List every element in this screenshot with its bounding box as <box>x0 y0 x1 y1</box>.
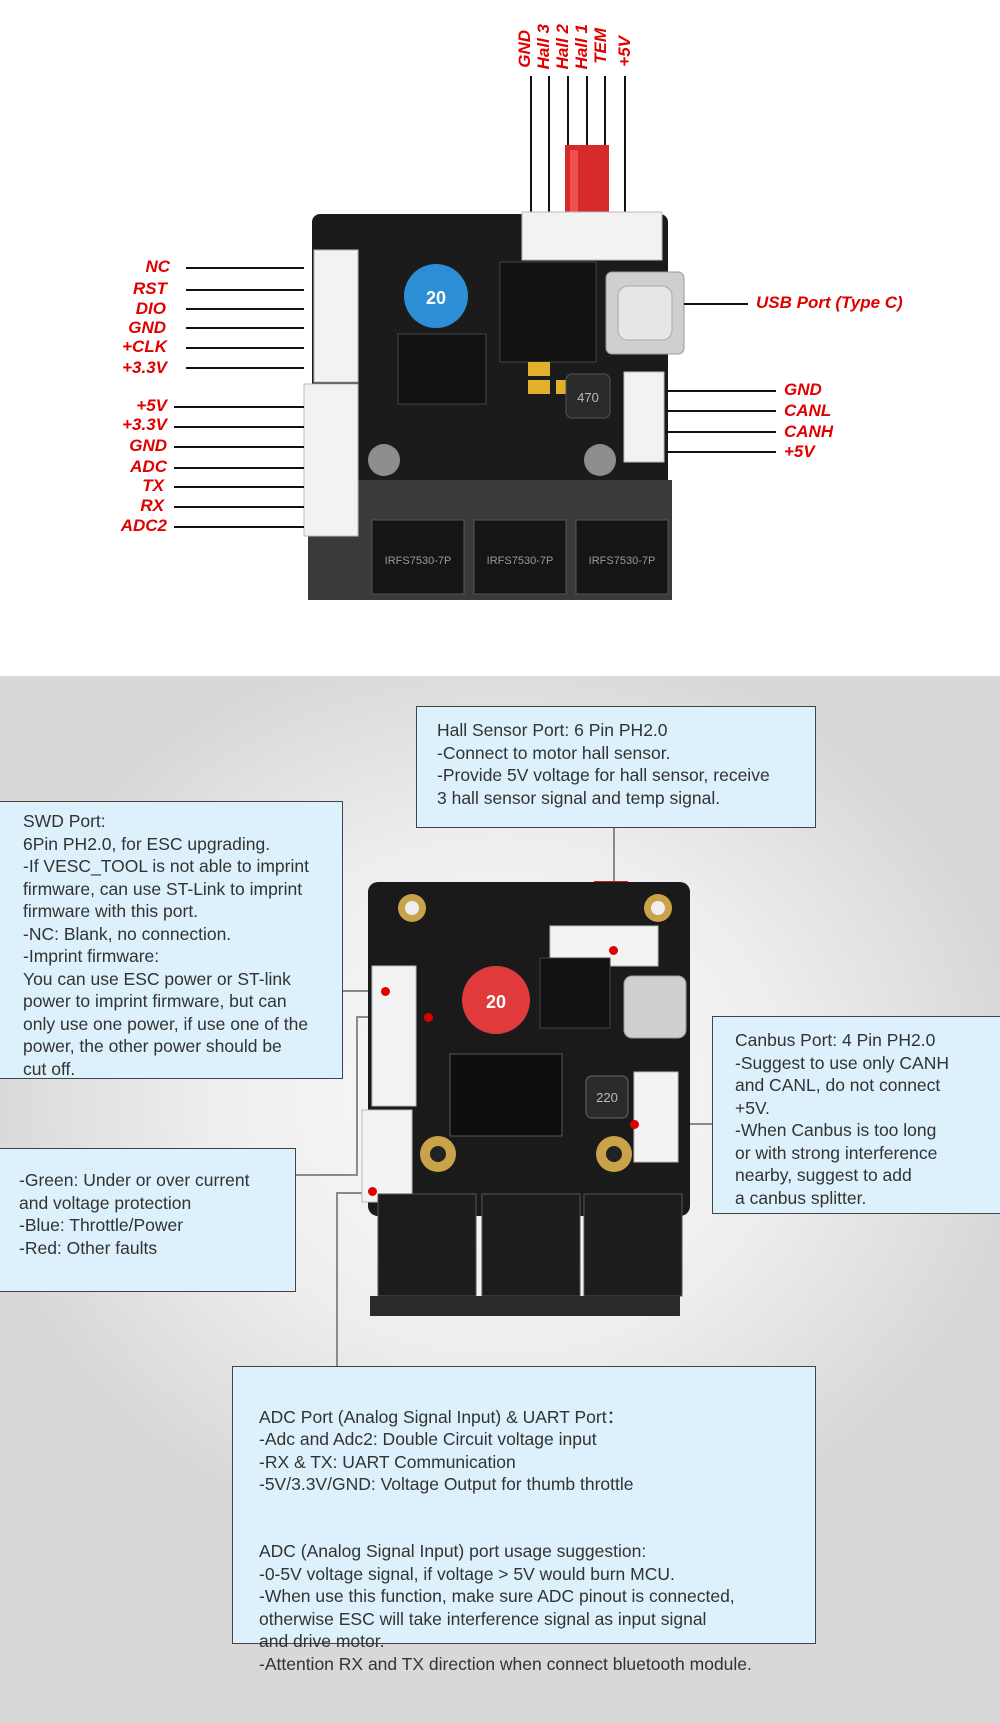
svg-text:20: 20 <box>486 992 506 1012</box>
right-leader-line <box>666 451 776 453</box>
svg-text:20: 20 <box>426 288 446 308</box>
left-pin-label: TX <box>142 476 164 495</box>
hall-sensor-port-box: Hall Sensor Port: 6 Pin PH2.0 -Connect t… <box>416 706 816 828</box>
adc-port-marker <box>368 1187 377 1196</box>
right-leader-line <box>666 390 776 392</box>
left-leader-line <box>186 367 304 369</box>
left-pin-label: ADC <box>130 457 167 476</box>
left-pin-label: ADC2 <box>120 516 167 535</box>
left-leader-line <box>186 327 304 329</box>
swd-port-box: SWD Port: 6Pin PH2.0, for ESC upgrading.… <box>0 801 343 1079</box>
left-leader-line <box>174 486 304 488</box>
usb-leader-line <box>684 303 748 305</box>
left-leader-line <box>174 467 304 469</box>
adc-callout-line <box>336 1192 372 1194</box>
top-leader-line <box>586 76 588 213</box>
top-leader-line <box>548 76 550 213</box>
left-pin-label: +5V <box>136 396 167 415</box>
swd-port-marker <box>381 987 390 996</box>
swd-callout-line <box>343 990 385 992</box>
left-leader-line <box>174 446 304 448</box>
right-pin-label: CANH <box>784 422 834 441</box>
canbus-port-marker <box>630 1120 639 1129</box>
inductor-label-top: 470 <box>577 390 599 405</box>
inductor-label-bottom: 220 <box>596 1090 618 1105</box>
adc-usage-suggestion: ADC (Analog Signal Input) port usage sug… <box>259 1541 752 1674</box>
left-leader-line <box>186 308 304 310</box>
top-leader-line <box>567 76 569 213</box>
led-marker <box>424 1013 433 1022</box>
right-leader-line <box>666 431 776 433</box>
left-leader-line <box>174 506 304 508</box>
left-pin-label: +3.3V <box>122 358 167 377</box>
esc-board-top-photo: 20 470 IRFS7530-7P IRFS7530-7P IRFS7530-… <box>303 145 685 600</box>
top-leader-line <box>530 76 532 213</box>
led-callout-line <box>356 1016 358 1176</box>
right-leader-line <box>666 410 776 412</box>
left-pin-label: RX <box>140 496 164 515</box>
left-pin-label: +CLK <box>122 337 167 356</box>
top-leader-line <box>604 76 606 213</box>
usb-port-label: USB Port (Type C) <box>756 293 903 312</box>
right-pin-label: +5V <box>784 442 815 461</box>
right-pin-label: CANL <box>784 401 832 420</box>
esc-board-bottom-photo: 20 220 <box>361 881 690 1316</box>
canbus-port-box: Canbus Port: 4 Pin PH2.0 -Suggest to use… <box>712 1016 1000 1214</box>
mosfet-label: IRFS7530-7P <box>589 555 656 567</box>
led-callout-line <box>296 1174 358 1176</box>
mosfet-label: IRFS7530-7P <box>385 555 452 567</box>
led-indicator-box: -Green: Under or over current and voltag… <box>0 1148 296 1292</box>
left-pin-label: +3.3V <box>122 415 167 434</box>
left-pin-label: RST <box>133 279 167 298</box>
left-leader-line <box>174 526 304 528</box>
left-leader-line <box>174 426 304 428</box>
port-description-diagram: 20 220 Hall Sensor Port: 6 Pin PH2.0 -Co… <box>0 676 1000 1723</box>
left-leader-line <box>186 267 304 269</box>
left-pin-label: GND <box>129 436 167 455</box>
left-pin-label: DIO <box>135 299 166 318</box>
mosfet-label: IRFS7530-7P <box>487 555 554 567</box>
left-leader-line <box>186 289 304 291</box>
left-pin-label: GND <box>128 318 166 337</box>
left-pin-label: NC <box>145 257 170 276</box>
adc-uart-port-box: ADC Port (Analog Signal Input) & UART Po… <box>232 1366 816 1674</box>
pinout-diagram: GND Hall 3 Hall 2 Hall 1 TEM +5V 20 <box>0 0 1000 676</box>
right-pin-label: GND <box>784 380 822 399</box>
adc-uart-description: ADC Port (Analog Signal Input) & UART Po… <box>259 1406 634 1495</box>
hall-port-marker <box>609 946 618 955</box>
hall-callout-line <box>613 827 615 929</box>
left-leader-line <box>174 406 304 408</box>
adc-callout-line <box>336 1192 338 1366</box>
top-leader-line <box>624 76 626 213</box>
left-leader-line <box>186 347 304 349</box>
